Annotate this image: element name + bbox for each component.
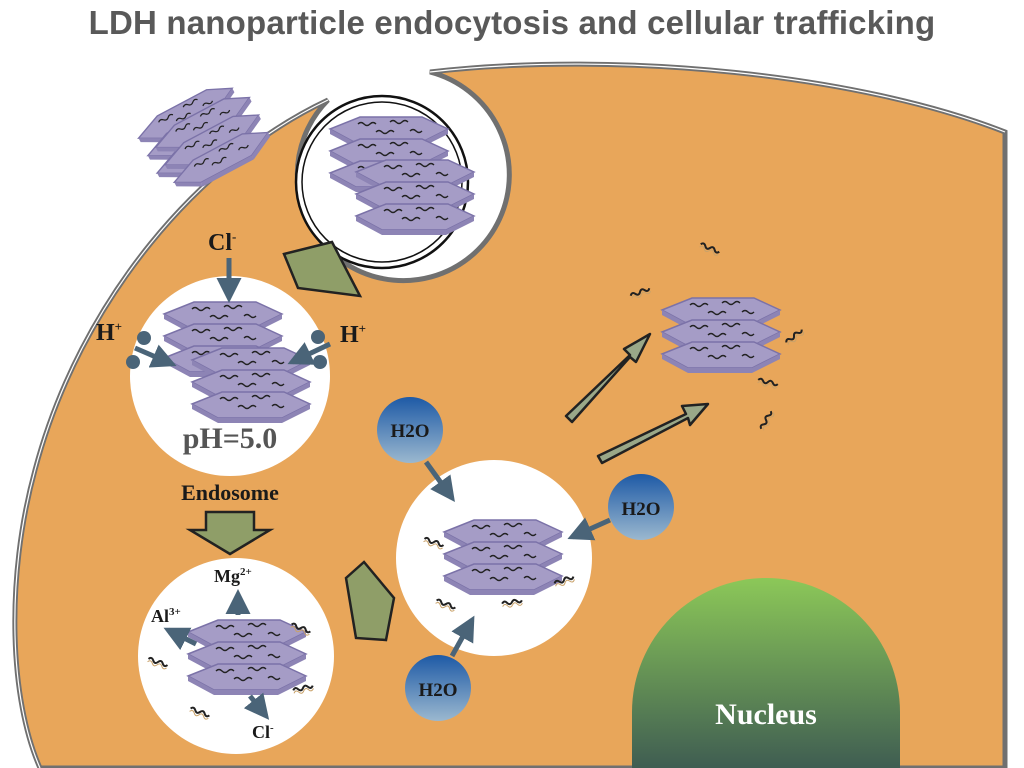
block-arrow-to-swelling (344, 560, 396, 642)
al-arrow (163, 627, 198, 651)
cl-label-top: Cl- (208, 229, 236, 256)
water-molecule-1 (377, 397, 443, 463)
ldh-nanoparticle-dissolving (188, 620, 306, 695)
h-label-right: H+ (340, 321, 366, 348)
block-arrow-to-endosome (282, 240, 363, 298)
water-label-3: H2O (418, 680, 457, 701)
release-arrow-1 (564, 332, 652, 424)
proton-dot (313, 355, 327, 369)
water-arrow-2 (567, 517, 612, 541)
h-label-left: H+ (96, 319, 122, 346)
endosome-label: Endosome (181, 480, 279, 505)
diagram-title: LDH nanoparticle endocytosis and cellula… (88, 4, 936, 41)
ldh-nanoparticle-cytoplasm (662, 298, 780, 373)
proton-dot (137, 331, 151, 345)
nucleus (632, 578, 900, 768)
h-arrow-left (134, 344, 177, 368)
proton-dot (126, 355, 140, 369)
al-label: Al3+ (151, 606, 181, 626)
water-arrow-1 (423, 460, 455, 503)
water-label-1: H2O (390, 421, 429, 442)
water-label-2: H2O (621, 499, 660, 520)
h-arrow-right (287, 341, 332, 365)
proton-dot (311, 330, 325, 344)
cl-label-bottom: Cl- (252, 722, 274, 742)
mg-label: Mg2+ (214, 566, 252, 586)
water-molecule-2 (608, 474, 674, 540)
cl-arrow-bottom (243, 692, 270, 720)
water-arrow-3 (449, 615, 475, 658)
block-arrow-down (185, 510, 275, 556)
ph-label: pH=5.0 (183, 422, 278, 455)
nucleus-label: Nucleus (715, 698, 817, 731)
release-arrow-2 (596, 402, 710, 465)
ldh-nanoparticle-hydrating (444, 520, 562, 595)
water-molecule-3 (405, 655, 471, 721)
